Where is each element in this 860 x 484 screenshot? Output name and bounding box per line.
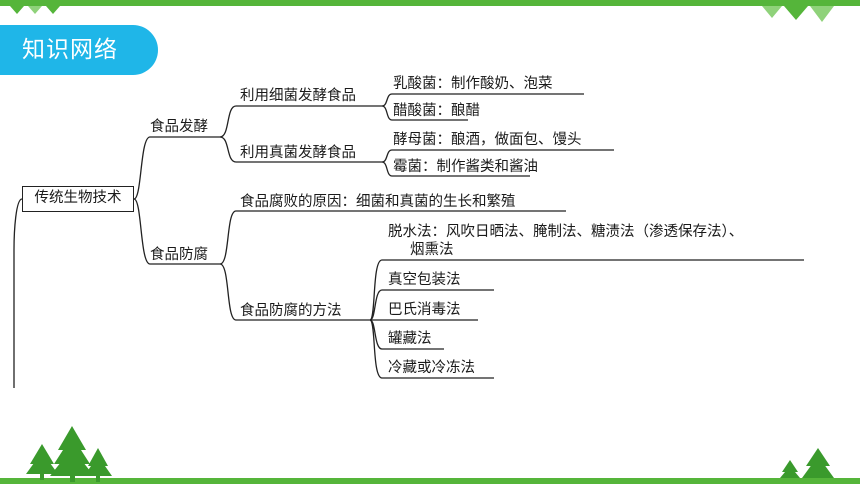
leaf-acetic-acid-bacteria: 醋酸菌：酿醋: [393, 103, 480, 119]
triangle-icon: [10, 6, 834, 22]
leaf-refrigeration: 冷藏或冷冻法: [388, 360, 475, 376]
leaf-vacuum-packing: 真空包装法: [388, 272, 461, 288]
leaf-yeast: 酵母菌：酿酒，做面包、馒头: [393, 132, 582, 148]
tree-icon: [26, 426, 834, 482]
node-spoilage-cause: 食品腐败的原因：细菌和真菌的生长和繁殖: [240, 194, 516, 210]
node-preservation: 食品防腐: [150, 247, 208, 263]
leaf-mold: 霉菌：制作酱类和酱油: [393, 159, 538, 175]
leaf-smoking: 烟熏法: [410, 242, 454, 258]
leaf-dehydration: 脱水法：风吹日晒法、腌制法、糖渍法（渗透保存法）、: [388, 224, 744, 240]
leaf-pasteurization: 巴氏消毒法: [388, 302, 461, 318]
node-preservation-methods: 食品防腐的方法: [240, 303, 342, 319]
leaf-lactic-acid-bacteria: 乳酸菌：制作酸奶、泡菜: [393, 76, 553, 92]
page-title: 知识网络: [0, 25, 158, 75]
node-bacteria-fermentation: 利用细菌发酵食品: [240, 88, 356, 104]
top-green-bar: [0, 0, 860, 6]
root-node: 传统生物技术: [22, 186, 134, 212]
node-fermentation: 食品发酵: [150, 119, 208, 135]
node-fungi-fermentation: 利用真菌发酵食品: [240, 145, 356, 161]
bottom-green-bar: [0, 478, 860, 484]
leaf-canning: 罐藏法: [388, 331, 432, 347]
